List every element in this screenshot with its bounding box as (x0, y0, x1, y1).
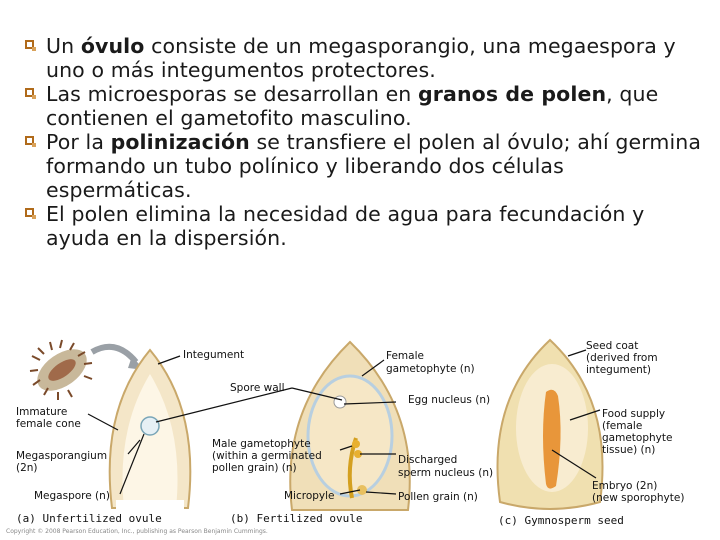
label-megasporangium: Megasporangium (16, 450, 108, 462)
bullet-text: El polen elimina la necesidad de agua pa… (46, 202, 645, 250)
caption-c: (c) Gymnosperm seed (498, 514, 624, 527)
label-discharged-sperm: sperm nucleus (n) (398, 467, 494, 479)
bullet-text: se transfiere el polen al óvulo; ahí ger… (46, 130, 701, 202)
bullet-bold: polinización (110, 130, 250, 154)
label-food-supply: (female (602, 420, 643, 432)
label-integument: Integument (183, 349, 245, 361)
label-male-gametophyte: (within a germinated (212, 450, 322, 462)
label-seed-coat: integument) (586, 364, 652, 376)
label-pollen-grain: Pollen grain (n) (398, 491, 478, 503)
caption-b: (b) Fertilized ovule (230, 512, 363, 525)
bullet-text: , que contienen el gametofito masculino. (46, 82, 659, 130)
label-female-gametophyte: gametophyte (n) (386, 363, 475, 375)
bullet-marker-icon (25, 40, 36, 51)
label-micropyle: Micropyle (284, 490, 335, 502)
label-seed-coat: Seed coat (586, 340, 639, 352)
label-megaspore: Megaspore (n) (34, 490, 110, 502)
bullet-text: Un (46, 34, 81, 58)
bullet-list: Un óvulo consiste de un megasporangio, u… (14, 34, 714, 250)
label-immature-cone: female cone (16, 418, 81, 430)
label-female-gametophyte: Female (386, 350, 424, 362)
gymnosperm-seed-icon (496, 338, 604, 510)
bullet-item: Un óvulo consiste de un megasporangio, u… (14, 34, 714, 82)
bullet-bold: granos de polen (418, 82, 607, 106)
label-male-gametophyte: Male gametophyte (212, 438, 311, 450)
bullet-marker-icon (25, 136, 36, 147)
bullet-marker-icon (25, 208, 36, 219)
bullet-item: Las microesporas se desarrollan en grano… (14, 82, 714, 130)
label-seed-coat: (derived from (586, 352, 658, 364)
ovule-illustration (29, 338, 604, 511)
label-egg-nucleus: Egg nucleus (n) (408, 394, 491, 406)
label-food-supply: gametophyte (602, 432, 673, 444)
label-immature-cone: Immature (16, 406, 68, 418)
label-embryo: Embryo (2n) (592, 480, 658, 492)
label-embryo: (new sporophyte) (592, 492, 685, 504)
label-discharged-sperm: Discharged (398, 454, 458, 466)
bullet-item: Por la polinización se transfiere el pol… (14, 130, 714, 202)
ovule-figure: Integument Spore wall Immature female co… (0, 330, 720, 540)
leader-lines (87, 349, 601, 495)
label-male-gametophyte: pollen grain) (n) (212, 462, 297, 474)
bullet-text: Las microesporas se desarrollan en (46, 82, 419, 106)
label-megasporangium: (2n) (16, 462, 38, 474)
copyright-line: Copyright © 2008 Pearson Education, Inc.… (6, 528, 268, 535)
label-food-supply: tissue) (n) (602, 444, 656, 456)
fertilized-ovule-icon (289, 340, 411, 511)
label-spore-wall: Spore wall (230, 382, 285, 394)
bullet-item: El polen elimina la necesidad de agua pa… (14, 202, 714, 250)
label-food-supply: Food supply (602, 408, 666, 420)
unfertilized-ovule-icon (108, 348, 192, 510)
bullet-marker-icon (25, 88, 36, 99)
caption-a: (a) Unfertilized ovule (16, 512, 162, 525)
bullet-text: Por la (46, 130, 111, 154)
bullet-bold: óvulo (80, 34, 145, 58)
bullet-text: consiste de un megasporangio, una megaes… (46, 34, 676, 82)
